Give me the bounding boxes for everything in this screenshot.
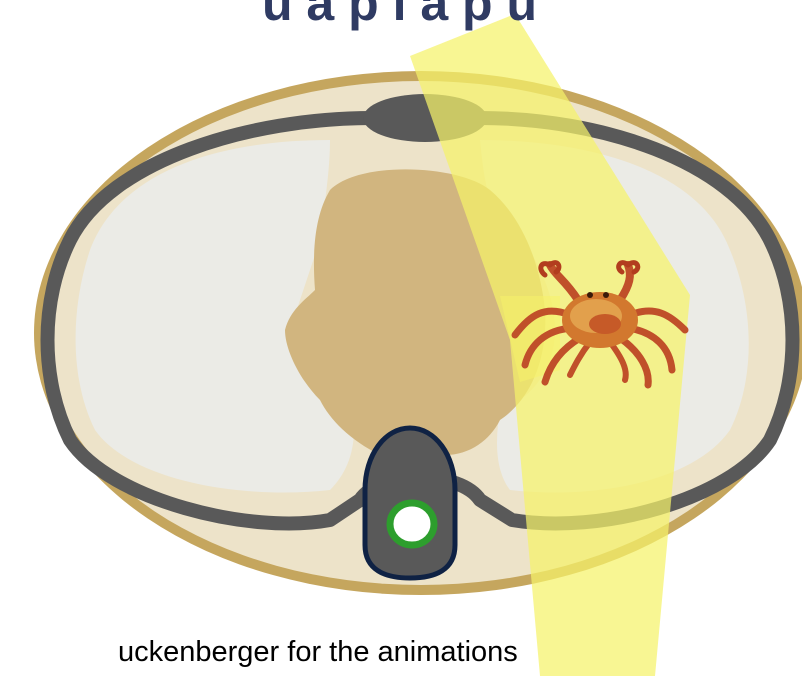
spinal-canal [390,503,434,545]
page-title-fragment: u a p i a p u [262,0,537,28]
caption-text: uckenberger for the animations [118,638,518,667]
